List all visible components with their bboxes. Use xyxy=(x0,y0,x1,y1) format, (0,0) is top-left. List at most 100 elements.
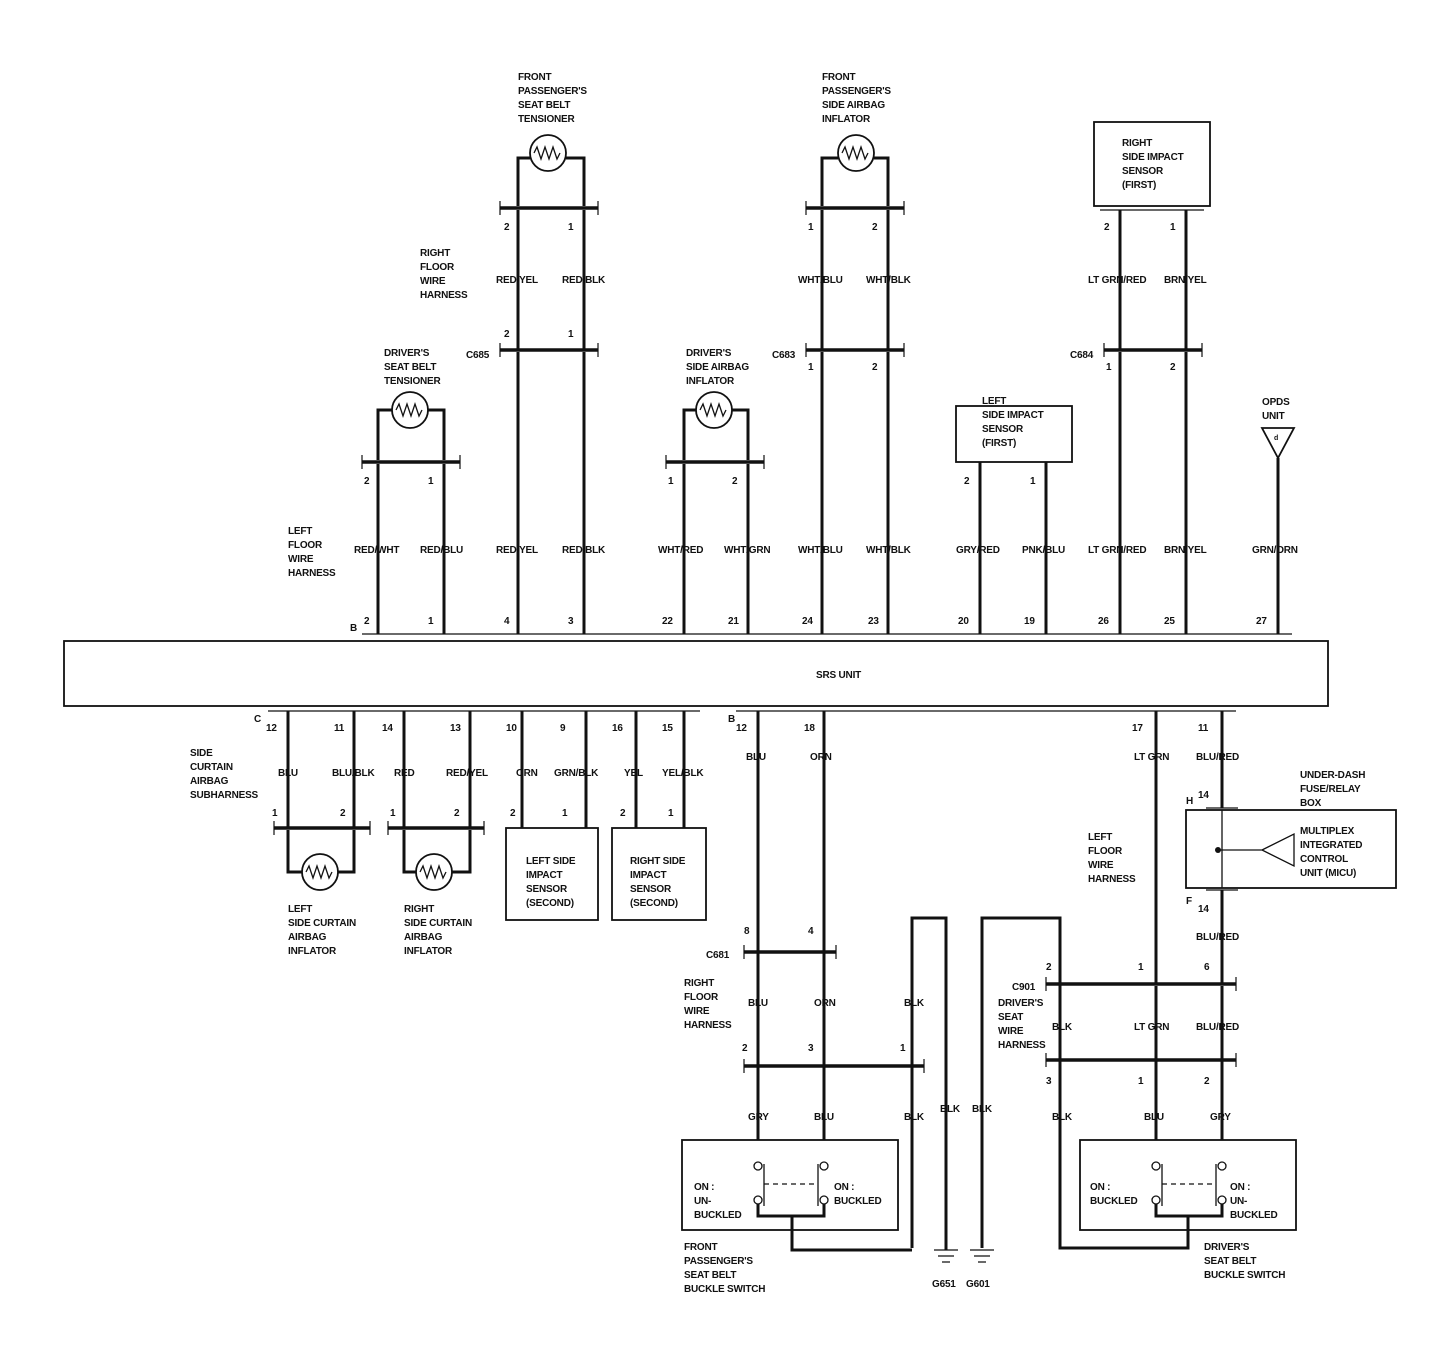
wire-segment xyxy=(402,830,472,874)
diagram-label: WHT/GRN xyxy=(724,545,770,556)
diagram-label: LT GRN/RED xyxy=(1088,545,1146,556)
diagram-label: ORN xyxy=(810,752,832,763)
diagram-label: SIDE IMPACT xyxy=(982,410,1044,421)
diagram-label: 15 xyxy=(662,723,673,734)
diagram-label: HARNESS xyxy=(998,1040,1046,1051)
diagram-label: ON : xyxy=(694,1182,714,1193)
diagram-label: BUCKLED xyxy=(834,1196,882,1207)
diagram-label: 8 xyxy=(744,926,750,937)
diagram-label: DRIVER'S xyxy=(686,348,732,359)
diagram-label: RED/BLK xyxy=(562,275,606,286)
diagram-label: WHT/BLU xyxy=(798,545,843,556)
diagram-label: YEL/BLK xyxy=(662,768,704,779)
wire-segment xyxy=(516,156,586,206)
diagram-label: BUCKLED xyxy=(694,1210,742,1221)
diagram-label: WHT/BLK xyxy=(866,545,912,556)
harness-label-right-floor-top: RIGHT FLOOR WIRE HARNESS xyxy=(420,248,468,301)
diagram-label: AIRBAG xyxy=(190,776,229,787)
diagram-label: 12 xyxy=(266,723,277,734)
wire-segment xyxy=(286,830,356,874)
diagram-label: INFLATOR xyxy=(686,376,735,387)
diagram-label: TENSIONER xyxy=(518,114,576,125)
diagram-label: 1 xyxy=(428,476,434,487)
diagram-label: C684 xyxy=(1070,350,1094,361)
diagram-label: 2 xyxy=(504,222,510,233)
diagram-label: WIRE xyxy=(684,1006,710,1017)
right-curtain-squib-icon xyxy=(415,853,453,891)
diagram-label: 1 xyxy=(562,808,568,819)
diagram-label: FUSE/RELAY xyxy=(1300,784,1361,795)
diagram-label: 1 xyxy=(1170,222,1176,233)
diagram-label: DRIVER'S xyxy=(1204,1242,1250,1253)
diagram-label: BLK xyxy=(1052,1022,1073,1033)
diagram-label: ON : xyxy=(1090,1182,1110,1193)
harness-label-side-curtain: SIDE CURTAIN AIRBAG SUBHARNESS xyxy=(190,748,259,801)
diagram-label: FLOOR xyxy=(420,262,455,273)
diagram-label: UN- xyxy=(694,1196,711,1207)
wire-segment xyxy=(305,863,333,881)
srs-unit-label: SRS UNIT xyxy=(816,670,861,681)
diagram-label: ON : xyxy=(1230,1182,1250,1193)
diagram-label: CURTAIN xyxy=(190,762,233,773)
harness-label-left-floor-top: LEFT FLOOR WIRE HARNESS xyxy=(288,526,336,579)
diagram-label: AIRBAG xyxy=(404,932,443,943)
wire-segment xyxy=(841,144,869,162)
diagram-label: 1 xyxy=(1138,1076,1144,1087)
diagram-label: 6 xyxy=(1204,962,1210,973)
diagram-label: G601 xyxy=(966,1279,990,1290)
right-side-impact-sensor-first: RIGHT SIDE IMPACT SENSOR (FIRST) 2 1 LT … xyxy=(1070,121,1211,373)
diagram-label: WIRE xyxy=(420,276,446,287)
wire-segment xyxy=(1130,1204,1224,1250)
drv-switch-contact-icon xyxy=(1151,1161,1161,1171)
diagram-label: d xyxy=(1274,435,1278,442)
diagram-label: WHT/BLU xyxy=(798,275,843,286)
diagram-label: 1 xyxy=(808,222,814,233)
diagram-label: RIGHT SIDE xyxy=(630,856,686,867)
diagram-label: 1 xyxy=(568,329,574,340)
wire-segment xyxy=(699,401,727,419)
diagram-label: INTEGRATED xyxy=(1300,840,1362,851)
diagram-label: UN- xyxy=(1230,1196,1247,1207)
ground-g601: G601 xyxy=(966,916,1130,1290)
fp-tensioner-squib-icon xyxy=(529,134,567,172)
diagram-label: 2 xyxy=(1170,362,1176,373)
diagram-label: LT GRN xyxy=(1134,752,1169,763)
fp-side-airbag-squib-icon xyxy=(837,134,875,172)
diagram-label: 4 xyxy=(504,616,510,627)
diagram-label: BLK xyxy=(940,1104,961,1115)
diagram-label: SIDE xyxy=(190,748,213,759)
diagram-label: AIRBAG xyxy=(288,932,327,943)
diagram-label: SIDE CURTAIN xyxy=(288,918,356,929)
diagram-label: BLU/RED xyxy=(1196,752,1239,763)
diagram-label: RED/YEL xyxy=(446,768,488,779)
fp-switch-contact-icon xyxy=(753,1161,763,1171)
diagram-label: LEFT xyxy=(982,396,1006,407)
diagram-label: HARNESS xyxy=(420,290,468,301)
wire-segment xyxy=(910,916,948,1246)
drv-side-airbag-squib-icon xyxy=(695,391,733,429)
wire-segment xyxy=(395,401,423,419)
diagram-label: BUCKLE SWITCH xyxy=(1204,1270,1285,1281)
diagram-label: BOX xyxy=(1300,798,1322,809)
diagram-label: 2 xyxy=(872,362,878,373)
diagram-label: C681 xyxy=(706,950,730,961)
diagram-label: FLOOR xyxy=(1088,846,1123,857)
diagram-label: SEAT xyxy=(998,1012,1023,1023)
diagram-label: LT GRN/RED xyxy=(1088,275,1146,286)
diagram-label: 25 xyxy=(1164,616,1175,627)
srs-top-wires: RED/WHT RED/BLU RED/YEL RED/BLK WHT/RED … xyxy=(354,352,1298,634)
diagram-label: WIRE xyxy=(998,1026,1024,1037)
right-side-curtain-airbag-inflator: RIGHT SIDE CURTAIN AIRBAG INFLATOR xyxy=(387,821,485,957)
left-side-curtain-airbag-inflator: LEFT SIDE CURTAIN AIRBAG INFLATOR xyxy=(273,821,371,957)
diagram-label: FRONT xyxy=(822,72,856,83)
passenger-buckle-circuit: 12 18 BLU ORN 8 4 C681 BLU ORN BLK 2 3 1… xyxy=(681,711,993,1295)
diagram-label: BLU/RED xyxy=(1196,1022,1239,1033)
diagram-label: 17 xyxy=(1132,723,1143,734)
diagram-label: 24 xyxy=(802,616,813,627)
component-shape xyxy=(955,405,1073,463)
opds-unit: OPDS UNIT d xyxy=(1260,397,1296,460)
diagram-label: 1 xyxy=(900,1043,906,1054)
diagram-label: BUCKLED xyxy=(1230,1210,1278,1221)
diagram-label: (FIRST) xyxy=(1122,180,1156,191)
diagram-label: SEAT BELT xyxy=(684,1270,736,1281)
